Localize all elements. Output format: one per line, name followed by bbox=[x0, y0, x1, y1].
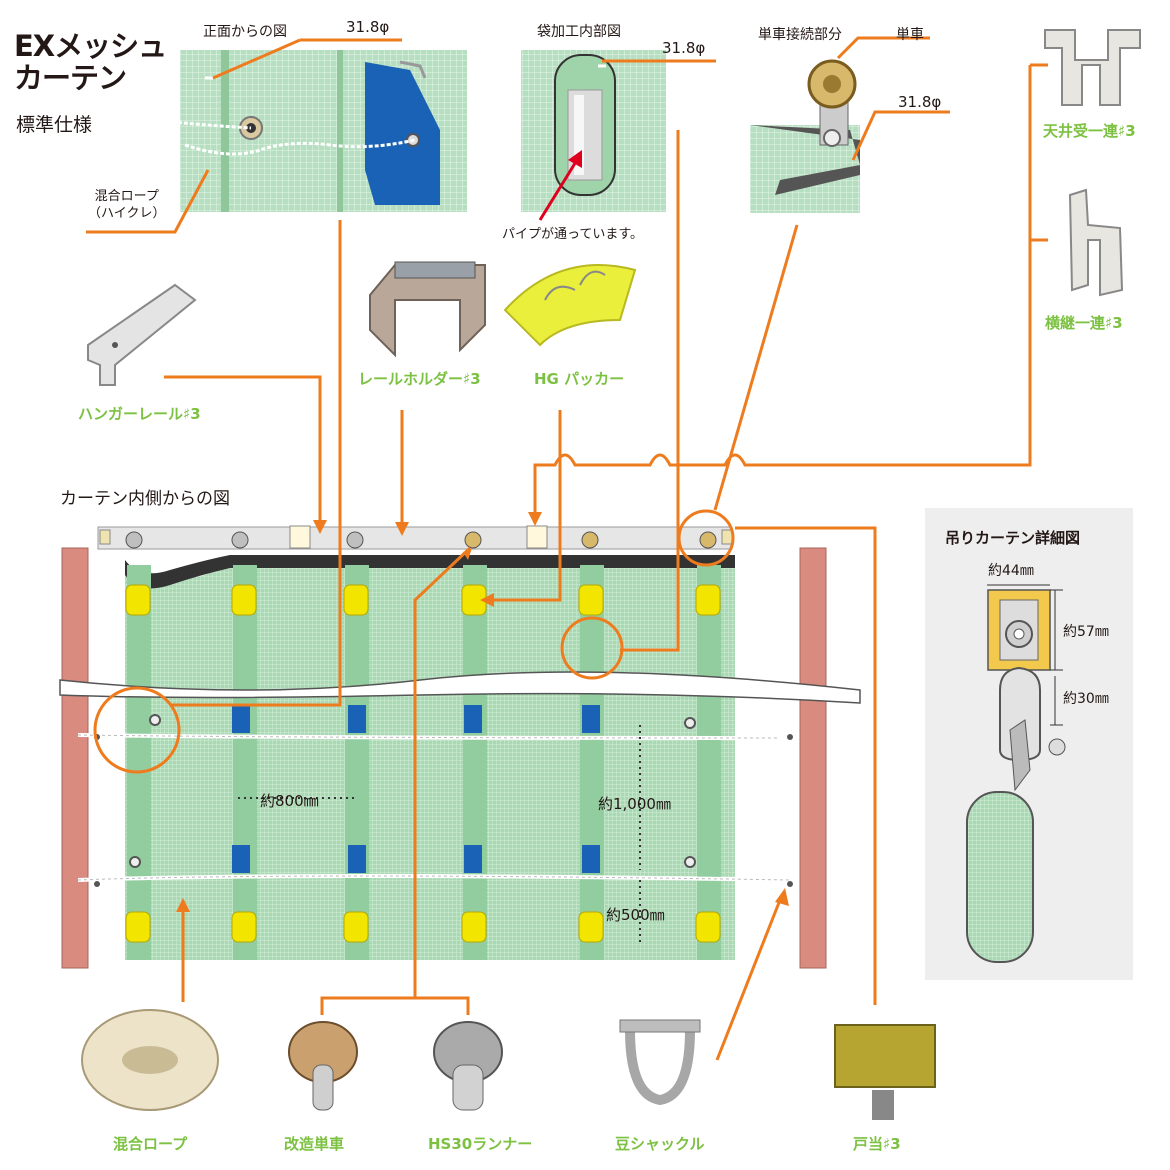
packers-top bbox=[125, 584, 721, 616]
bag-diameter-label: 31.8φ bbox=[662, 39, 706, 57]
inside-view-label: カーテン内側からの図 bbox=[60, 489, 230, 509]
pipe-columns bbox=[127, 565, 721, 960]
leader-arrowheads bbox=[176, 512, 789, 912]
front-view-photo bbox=[129, 50, 467, 212]
dimension-800: 約800㎜ bbox=[260, 792, 319, 810]
trolley-label: 単車 bbox=[896, 27, 924, 43]
hs30-runner-label: HS30ランナー bbox=[428, 1135, 533, 1153]
page-title: EXメッシュ カーテン bbox=[14, 29, 167, 95]
detail-dim-ticks bbox=[1050, 589, 1063, 726]
door-stop-photo bbox=[834, 1024, 936, 1120]
ceiling-bracket-label: 天井受一連♯3 bbox=[1043, 122, 1136, 140]
ceiling-bracket-photo bbox=[1044, 29, 1141, 106]
hs30-runner-photo bbox=[433, 1021, 503, 1111]
detail-title: 吊りカーテン詳細図 bbox=[945, 529, 1081, 547]
trolley-diameter-label: 31.8φ bbox=[898, 93, 942, 111]
bag-view-label: 袋加工内部図 bbox=[537, 24, 621, 40]
front-diameter-label: 31.8φ bbox=[346, 18, 390, 36]
modified-trolley-photo bbox=[288, 1021, 358, 1111]
mixed-rope-label: 混合ロープ bbox=[113, 1135, 188, 1153]
hanger-rail-photo bbox=[87, 283, 197, 386]
blue-pockets bbox=[232, 705, 600, 873]
side-joint-photo bbox=[1068, 188, 1124, 297]
door-stop-label: 戸当♯3 bbox=[853, 1135, 901, 1153]
modified-trolley-label: 改造単車 bbox=[284, 1135, 345, 1153]
page-subtitle: 標準仕様 bbox=[16, 114, 93, 136]
hg-packer-label: HG パッカー bbox=[534, 370, 625, 388]
trolley-row bbox=[125, 531, 717, 549]
detail-height-30: 約30㎜ bbox=[1063, 691, 1109, 707]
rail-holder-label: レールホルダー♯3 bbox=[358, 370, 481, 388]
bean-shackle-photo bbox=[619, 1019, 701, 1106]
bean-shackle-label: 豆シャックル bbox=[615, 1135, 705, 1153]
front-view-label: 正面からの図 bbox=[203, 24, 287, 40]
trolley-connection-label: 単車接続部分 bbox=[758, 27, 842, 43]
side-joint-label: 横継一連♯3 bbox=[1045, 314, 1123, 332]
pipe-note-arrow bbox=[538, 150, 582, 221]
hg-packer-photo bbox=[503, 264, 637, 347]
hanging-detail-drawing bbox=[966, 584, 1066, 963]
trolley-connection-photo bbox=[750, 59, 860, 213]
packers-bottom bbox=[125, 911, 721, 943]
detail-width-44: 約44㎜ bbox=[988, 563, 1034, 579]
rope-callout-label: 混合ロープ （ハイクレ） bbox=[88, 189, 166, 221]
pipe-note-label: パイプが通っています。 bbox=[502, 227, 644, 242]
curtain-inside-view bbox=[59, 525, 861, 969]
dimension-500: 約500㎜ bbox=[606, 906, 665, 924]
mixed-rope-photo bbox=[81, 1009, 219, 1111]
rail-holder-photo bbox=[369, 261, 486, 358]
leader-lines bbox=[86, 36, 1048, 1061]
dimension-1000: 約1,000㎜ bbox=[598, 795, 671, 813]
bag-interior-photo bbox=[521, 50, 666, 212]
hanger-rail-label: ハンガーレール♯3 bbox=[78, 405, 201, 423]
detail-height-57: 約57㎜ bbox=[1063, 624, 1109, 640]
